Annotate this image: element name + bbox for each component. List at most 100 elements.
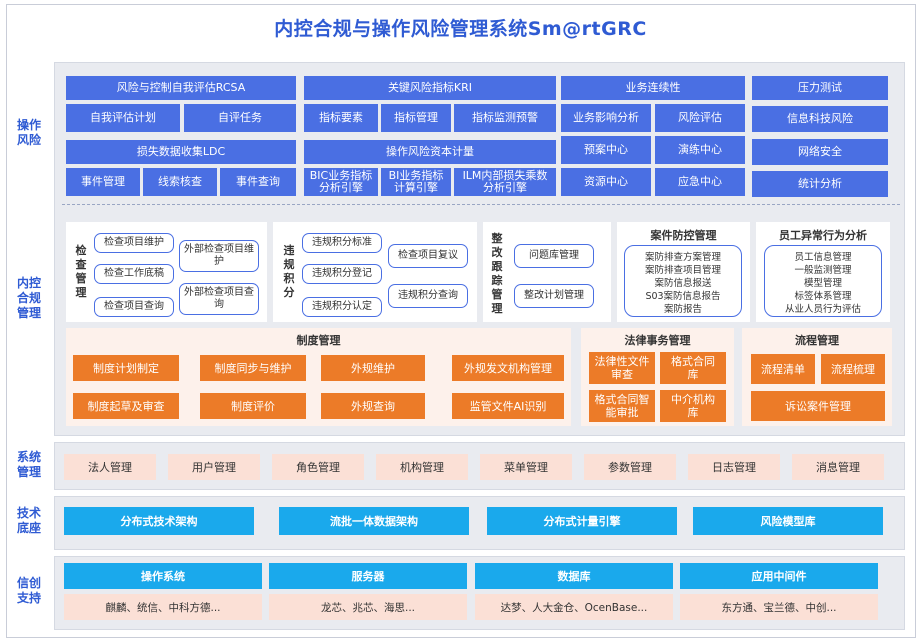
sys-item-user[interactable]: 用户管理 xyxy=(168,454,260,480)
staff-title: 员工异常行为分析 xyxy=(779,229,867,242)
case-item-4[interactable]: S03案防信息报告 xyxy=(645,291,721,302)
policy-evaluation[interactable]: 制度评价 xyxy=(200,393,306,419)
inspection-review[interactable]: 检查项目复议 xyxy=(388,244,468,268)
staff-item-3[interactable]: 模型管理 xyxy=(803,278,842,289)
inspection-label: 检查管理 xyxy=(75,244,87,299)
policy-plan[interactable]: 制度计划制定 xyxy=(73,355,179,381)
inspection-item-1[interactable]: 检查项目维护 xyxy=(94,233,174,253)
rectify-label: 整改跟踪管理 xyxy=(491,232,503,315)
violation-item-1[interactable]: 违规积分标准 xyxy=(302,233,382,253)
rectify-plan[interactable]: 整改计划管理 xyxy=(514,284,594,308)
issue-library[interactable]: 问题库管理 xyxy=(514,244,594,268)
xc-database[interactable]: 数据库 xyxy=(475,563,673,589)
sys-item-param[interactable]: 参数管理 xyxy=(584,454,676,480)
policy-sync[interactable]: 制度同步与维护 xyxy=(200,355,306,381)
tech-calc-engine[interactable]: 分布式计量引擎 xyxy=(487,507,677,535)
format-contract-approve[interactable]: 格式合同智能审批 xyxy=(589,390,655,422)
xc-os[interactable]: 操作系统 xyxy=(64,563,262,589)
process-title: 流程管理 xyxy=(795,334,839,347)
bi-engine[interactable]: BI业务指标计算引擎 xyxy=(381,168,451,196)
external-reg-maintain[interactable]: 外规维护 xyxy=(321,355,425,381)
case-item-1[interactable]: 案防排查方案管理 xyxy=(644,252,721,263)
external-reg-query[interactable]: 外规查询 xyxy=(321,393,425,419)
violation-item-2[interactable]: 违规积分登记 xyxy=(302,264,382,284)
staff-item-1[interactable]: 员工信息管理 xyxy=(794,252,852,263)
external-inspection-maintain[interactable]: 外部检查项目维护 xyxy=(179,240,259,272)
drill-center[interactable]: 演练中心 xyxy=(655,136,745,164)
section-label-ic: 内控合规管理 xyxy=(16,276,41,320)
clue-check[interactable]: 线索核查 xyxy=(143,168,217,196)
section-divider xyxy=(62,204,900,205)
xc-middleware-vendors: 东方通、宝兰德、中创... xyxy=(680,594,878,620)
legal-title: 法律事务管理 xyxy=(624,334,691,347)
staff-item-2[interactable]: 一般监测管理 xyxy=(794,265,852,276)
agency-library[interactable]: 中介机构库 xyxy=(660,390,726,422)
xc-os-vendors: 麒麟、统信、中科方德... xyxy=(64,594,262,620)
capital-header[interactable]: 操作风险资本计量 xyxy=(304,140,556,164)
event-management[interactable]: 事件管理 xyxy=(66,168,140,196)
reg-file-ai[interactable]: 监管文件AI识别 xyxy=(452,393,564,419)
process-sorting[interactable]: 流程梳理 xyxy=(821,354,885,384)
section-label-system: 系统管理 xyxy=(16,450,41,479)
format-contract-lib[interactable]: 格式合同库 xyxy=(660,352,726,384)
sys-item-role[interactable]: 角色管理 xyxy=(272,454,364,480)
section-label-tech: 技术底座 xyxy=(16,506,41,535)
kri-header[interactable]: 关键风险指标KRI xyxy=(304,76,556,100)
tech-distributed-arch[interactable]: 分布式技术架构 xyxy=(64,507,254,535)
ilm-engine[interactable]: ILM内部损失乘数分析引擎 xyxy=(454,168,556,196)
process-list[interactable]: 流程清单 xyxy=(751,354,815,384)
event-query[interactable]: 事件查询 xyxy=(220,168,296,196)
xc-middleware[interactable]: 应用中间件 xyxy=(680,563,878,589)
network-security[interactable]: 网络安全 xyxy=(752,139,888,165)
violation-item-3[interactable]: 违规积分认定 xyxy=(302,297,382,317)
section-label-op-risk: 操作风险 xyxy=(16,118,41,147)
kri-elements[interactable]: 指标要素 xyxy=(304,104,378,132)
ldc-header[interactable]: 损失数据收集LDC xyxy=(66,140,296,164)
litigation-case[interactable]: 诉讼案件管理 xyxy=(751,391,885,421)
sys-item-message[interactable]: 消息管理 xyxy=(792,454,884,480)
violation-label: 违规积分 xyxy=(283,244,295,299)
business-impact-analysis[interactable]: 业务影响分析 xyxy=(561,104,651,132)
kri-warning[interactable]: 指标监测预警 xyxy=(454,104,556,132)
tech-model-lib[interactable]: 风险模型库 xyxy=(693,507,883,535)
sys-item-legal-entity[interactable]: 法人管理 xyxy=(64,454,156,480)
tech-stream-batch[interactable]: 流批一体数据架构 xyxy=(279,507,469,535)
xc-server-vendors: 龙芯、兆芯、海思... xyxy=(269,594,467,620)
self-assess-task[interactable]: 自评任务 xyxy=(184,104,296,132)
policy-title: 制度管理 xyxy=(296,334,341,347)
it-risk[interactable]: 信息科技风险 xyxy=(752,106,888,132)
bic-engine[interactable]: BIC业务指标分析引擎 xyxy=(304,168,378,196)
rcsa-header[interactable]: 风险与控制自我评估RCSA xyxy=(66,76,296,100)
case-item-3[interactable]: 案防信息报送 xyxy=(654,278,712,289)
staff-list: 员工信息管理 一般监测管理 模型管理 标签体系管理 从业人员行为评估 xyxy=(764,245,882,317)
section-label-xinchuang: 信创支持 xyxy=(16,576,41,605)
sys-item-org[interactable]: 机构管理 xyxy=(376,454,468,480)
self-assess-plan[interactable]: 自我评估计划 xyxy=(66,104,180,132)
external-inspection-query[interactable]: 外部检查项目查询 xyxy=(179,283,259,315)
sys-item-menu[interactable]: 菜单管理 xyxy=(480,454,572,480)
case-list: 案防排查方案管理 案防排查项目管理 案防信息报送 S03案防信息报告 案防报告 xyxy=(624,245,742,317)
bcm-header[interactable]: 业务连续性 xyxy=(561,76,745,100)
xc-database-vendors: 达梦、人大金仓、OcenBase... xyxy=(475,594,673,620)
inspection-item-2[interactable]: 检查工作底稿 xyxy=(94,264,174,284)
sys-item-log[interactable]: 日志管理 xyxy=(688,454,780,480)
risk-assessment[interactable]: 风险评估 xyxy=(655,104,745,132)
case-title: 案件防控管理 xyxy=(650,229,717,242)
emergency-center[interactable]: 应急中心 xyxy=(655,168,745,196)
plan-center[interactable]: 预案中心 xyxy=(561,136,651,164)
policy-draft[interactable]: 制度起草及审查 xyxy=(73,393,179,419)
violation-query[interactable]: 违规积分查询 xyxy=(388,284,468,308)
xc-server[interactable]: 服务器 xyxy=(269,563,467,589)
external-reg-issuer[interactable]: 外规发文机构管理 xyxy=(452,355,564,381)
staff-item-4[interactable]: 标签体系管理 xyxy=(794,291,852,302)
inspection-item-3[interactable]: 检查项目查询 xyxy=(94,297,174,317)
legal-doc-review[interactable]: 法律性文件审查 xyxy=(589,352,655,384)
staff-item-5[interactable]: 从业人员行为评估 xyxy=(784,304,861,315)
stress-test[interactable]: 压力测试 xyxy=(752,76,888,100)
resource-center[interactable]: 资源中心 xyxy=(561,168,651,196)
case-item-2[interactable]: 案防排查项目管理 xyxy=(644,265,721,276)
case-item-5[interactable]: 案防报告 xyxy=(663,304,702,315)
kri-management[interactable]: 指标管理 xyxy=(381,104,451,132)
page-title: 内控合规与操作风险管理系统Sm@rtGRC xyxy=(274,18,647,40)
statistical-analysis[interactable]: 统计分析 xyxy=(752,171,888,197)
